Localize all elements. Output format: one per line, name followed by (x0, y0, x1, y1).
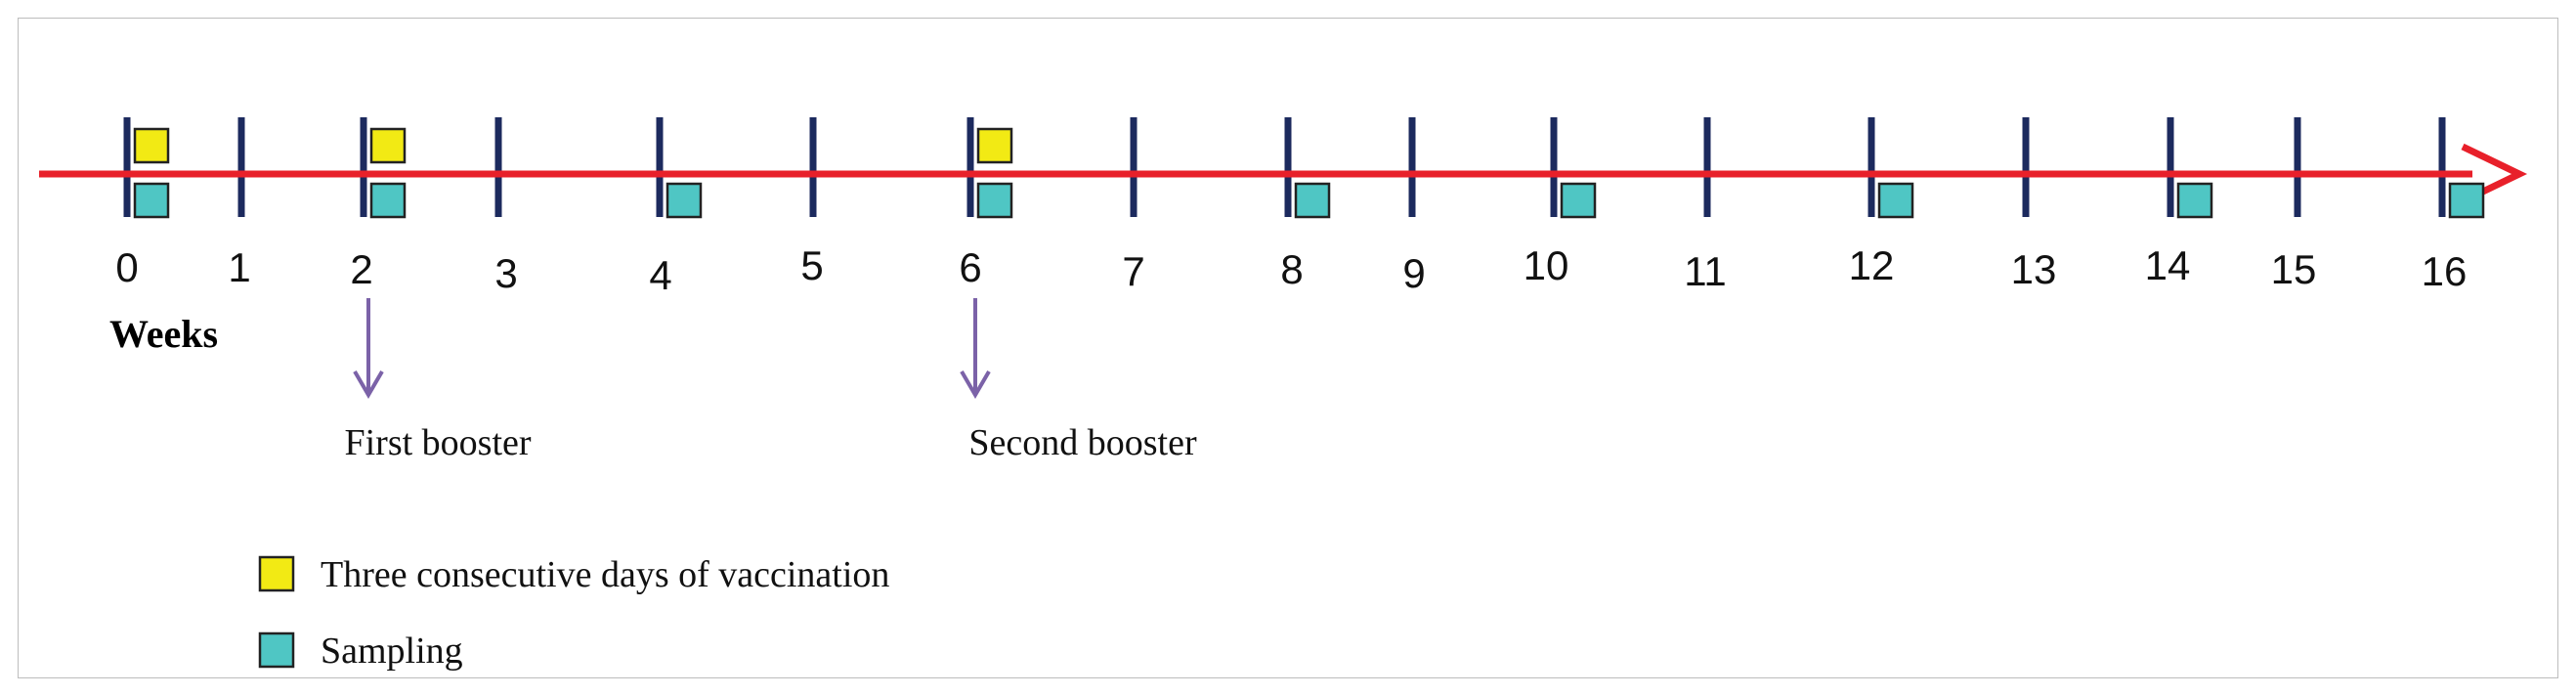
sampling-marker (1560, 182, 1597, 219)
week-tick-label: 6 (959, 244, 981, 290)
sampling-marker (976, 182, 1013, 219)
week-tick-label: 7 (1122, 248, 1144, 294)
sampling-marker (665, 182, 703, 219)
booster-arrow-head (960, 370, 991, 399)
vaccination-marker (976, 127, 1013, 164)
week-tick-label: 13 (2011, 246, 2057, 292)
week-tick-label: 5 (800, 242, 823, 288)
vaccination-marker (133, 127, 170, 164)
legend-vaccination-swatch (258, 555, 295, 592)
week-tick-label: 4 (649, 252, 671, 298)
week-tick-label: 3 (494, 250, 517, 296)
week-tick-label: 10 (1524, 242, 1569, 288)
booster-label: Second booster (968, 422, 1197, 463)
legend-sampling-label: Sampling (321, 631, 463, 672)
week-tick-label: 8 (1280, 246, 1303, 292)
weeks-axis-label: Weeks (109, 312, 218, 356)
week-tick-label: 2 (350, 246, 372, 292)
sampling-marker (369, 182, 407, 219)
week-tick-label: 9 (1402, 250, 1425, 296)
booster-label: First booster (344, 422, 531, 463)
booster-annotations: First booster Second booster (344, 298, 1197, 463)
legend-vaccination-label: Three consecutive days of vaccination (321, 554, 889, 595)
timeline-markers (133, 127, 2485, 219)
tick-marks (123, 117, 2446, 217)
vaccination-marker (369, 127, 407, 164)
sampling-marker (1877, 182, 1914, 219)
sampling-marker (133, 182, 170, 219)
week-tick-label: 11 (1684, 248, 1727, 294)
sampling-marker (1294, 182, 1331, 219)
week-tick-label: 15 (2271, 246, 2317, 292)
week-tick-label: 1 (228, 244, 250, 290)
week-tick-label: 14 (2145, 242, 2191, 288)
sampling-marker (2176, 182, 2213, 219)
week-tick-label: 12 (1849, 242, 1895, 288)
legend-sampling-swatch (258, 631, 295, 669)
legend: Three consecutive days of vaccination Sa… (258, 554, 889, 672)
booster-arrow-head (353, 370, 384, 399)
week-tick-label: 0 (115, 244, 138, 290)
week-tick-label: 16 (2422, 248, 2468, 294)
sampling-marker (2448, 182, 2485, 219)
